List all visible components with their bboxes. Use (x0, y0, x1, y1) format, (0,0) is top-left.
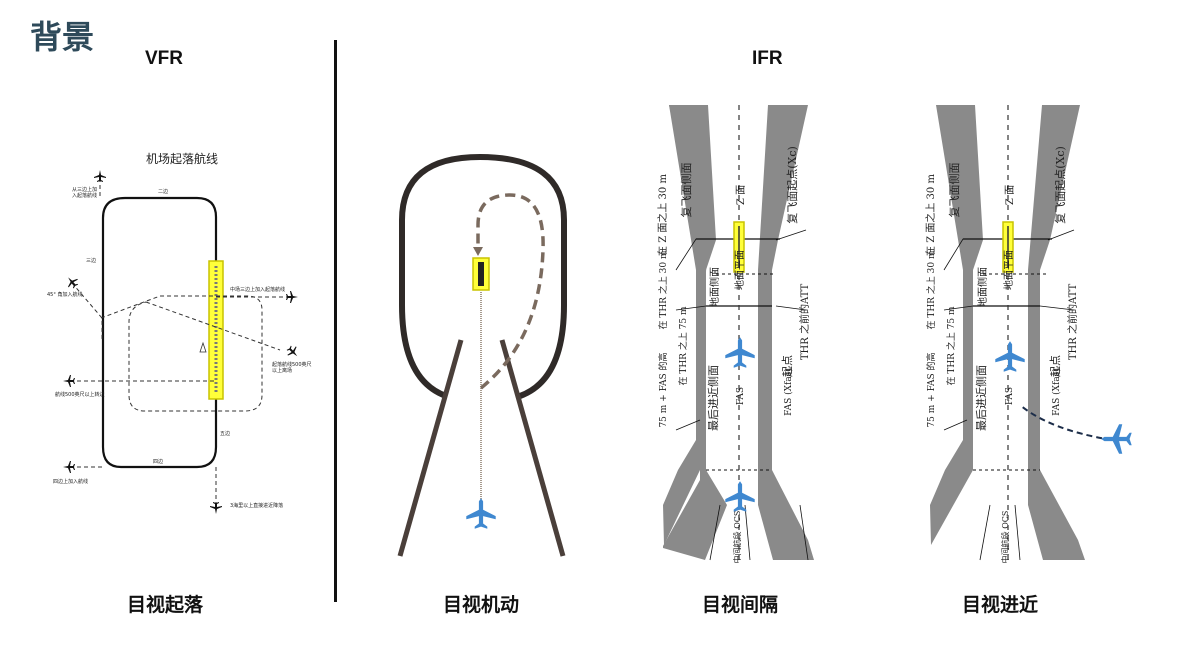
ifr-label: 75 m + FAS 的高 (657, 352, 669, 427)
circling-path (476, 193, 545, 390)
aircraft-icon (995, 341, 1025, 372)
vfr-ifr-divider (334, 40, 337, 602)
aircraft-icon (286, 291, 298, 303)
ifr-label: 地面侧面 (708, 267, 721, 307)
ifr-label: Z 面 (736, 185, 747, 205)
left-obstacle-surface (930, 105, 983, 545)
ifr-label: THR 之前的ATT (1066, 284, 1079, 361)
circuit-label: 二边 (158, 188, 168, 195)
ifr-label: 在 THR 之上 30 m (657, 250, 669, 330)
ifr-label: 最后进近侧面 (707, 365, 720, 431)
ifr-label: 中间航段 OCS (1000, 511, 1010, 564)
page-title: 背景 (30, 18, 95, 56)
visual-approach-path (1019, 404, 1113, 441)
ifr-label: 在 THR 之上 75 m (677, 306, 689, 386)
ifr-label: 复飞面起点(Xc) (785, 146, 799, 224)
vfr-header: VFR (145, 48, 183, 69)
aircraft-icon (94, 170, 106, 182)
aircraft-icon (725, 337, 755, 368)
ifr-label: 在 THR 之上 75 m (945, 306, 957, 386)
visual-approach-diagram: 复飞面侧面 Z 面 复飞面起点(Xc) 在 Z 面之上 30 m 地面侧面 地面… (924, 105, 1132, 563)
ifr-label: FAS (736, 387, 746, 405)
ifr-label: FAS (Xfas) (783, 368, 794, 416)
ifr-label: 复飞面侧面 (947, 163, 961, 218)
visual-separation-diagram: 复飞面侧面 Z 面 复飞面起点(Xc) 在 Z 面之上 30 m 地面侧面 地面… (656, 105, 814, 563)
aircraft-icon (210, 502, 222, 514)
ifr-label: 最后进近侧面 (975, 365, 988, 431)
aircraft-icon (725, 481, 755, 512)
circuit-label: 45° 角加入航线 (47, 291, 82, 298)
circling-diagram (397, 153, 567, 557)
ifr-label: FAS (Xfas) (1051, 368, 1062, 416)
ifr-label: 地面平面 (733, 250, 746, 290)
aircraft-icon (63, 273, 81, 291)
circuit-pattern (101, 196, 218, 469)
circuit-label: 三边 (86, 257, 96, 264)
ifr-label: 地面平面 (1002, 250, 1015, 290)
right-obstacle-surface (1028, 105, 1085, 560)
ifr-label: 在 THR 之上 30 m (925, 250, 937, 330)
circuit-label: 中场三边上加入起落航线 (230, 286, 285, 293)
ifr-label: 在 Z 面之上 30 m (924, 174, 937, 256)
right-obstacle-surface (758, 105, 814, 560)
circuit-label: 3海里以上直接进近降落 (230, 502, 283, 509)
ifr-label: 75 m + FAS 的高 (925, 352, 937, 427)
circuit-label: 起落航线500英尺以上离场 (272, 361, 312, 374)
circuit-label: 四边 (153, 458, 163, 465)
ifr-label: THR 之前的ATT (798, 284, 811, 361)
ifr-label: 地面侧面 (976, 267, 989, 307)
aircraft-icon (63, 375, 75, 387)
left-obstacle-surface (663, 105, 716, 545)
ifr-label: Z 面 (1005, 185, 1016, 205)
circuit-label: 四边上加入航线 (53, 478, 88, 485)
circuit-title: 机场起落航线 (146, 151, 218, 166)
caption-visual-maneuvering: 目视机动 (442, 594, 519, 616)
aircraft-icon (466, 498, 496, 529)
aircraft-icon (63, 461, 75, 473)
aircraft-icon (284, 343, 302, 361)
ifr-label: 复飞面起点(Xc) (1053, 146, 1067, 224)
approach-splay-left (397, 339, 464, 557)
circling-area-boundary (399, 153, 567, 399)
approach-splay-right (499, 339, 566, 557)
ifr-label: 起点 (781, 355, 794, 377)
ifr-label: FAS (1005, 387, 1015, 405)
circuit-label: 航线500英尺以上转边 (55, 391, 105, 398)
ifr-label: 中间航段 OCS (732, 511, 742, 564)
ifr-header: IFR (752, 48, 783, 69)
circuit-label: 从三边上加入起落航线 (72, 186, 97, 199)
caption-visual-separation: 目视间隔 (701, 594, 778, 616)
ifr-label: 复飞面侧面 (679, 163, 693, 218)
aircraft-icon (1101, 424, 1132, 454)
traffic-circuit-diagram: 机场起落航线 从三边上加入起落航线 二边 三边 45° 角加入航线 中场三边上加… (47, 151, 312, 514)
ifr-label: 起点 (1049, 355, 1062, 377)
circuit-label: 五边 (220, 430, 230, 437)
caption-visual-circuit: 目视起落 (126, 594, 203, 616)
ifr-label: 在 Z 面之上 30 m (656, 174, 669, 256)
caption-visual-approach: 目视进近 (961, 594, 1038, 616)
